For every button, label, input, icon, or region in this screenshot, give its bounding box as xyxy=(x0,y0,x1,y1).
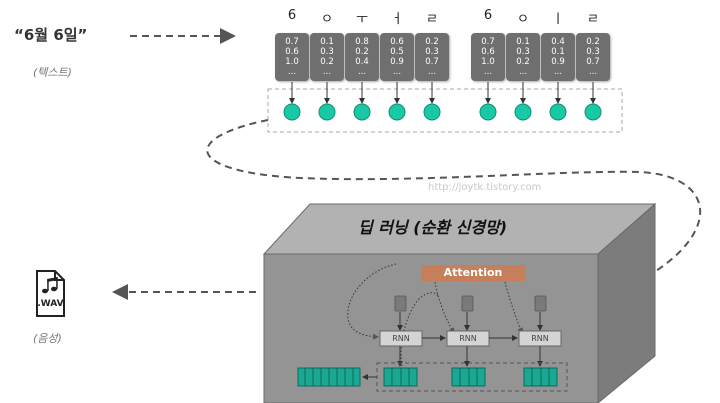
input-text: “6월 6일” xyxy=(14,26,88,44)
decoder-input-arrows xyxy=(397,312,543,331)
rnn-label: RNN xyxy=(531,334,549,343)
wav-label: .WAV xyxy=(37,299,64,309)
jamo-token: ㄹ xyxy=(587,12,599,27)
jamo-token: ㅇ xyxy=(321,12,333,27)
rnn-label: RNN xyxy=(392,334,410,343)
music-note-icon xyxy=(42,277,58,294)
rnn-boxes xyxy=(379,330,562,347)
wav-file-icon xyxy=(36,270,65,317)
jamo-token: 6 xyxy=(287,8,297,23)
input-caption: (텍스트) xyxy=(33,66,72,79)
jamo-token: ㅣ xyxy=(552,12,564,27)
embedding-frame xyxy=(267,88,623,133)
vector-to-node-arrows xyxy=(289,82,596,104)
rnn-label: RNN xyxy=(459,334,477,343)
embedding-to-model-arrow xyxy=(206,119,702,290)
model-title: 딥 러닝 (순환 신경망) xyxy=(358,218,508,237)
jamo-token: ㄹ xyxy=(426,12,438,27)
output-caption: (음성) xyxy=(33,332,62,345)
watermark: http://joytk.tistory.com xyxy=(428,182,542,193)
output-frames xyxy=(297,367,558,387)
jamo-token: ㅓ xyxy=(391,12,403,27)
jamo-token: ㅇ xyxy=(517,12,529,27)
jamo-token: ㅜ xyxy=(356,12,368,27)
attention-bar xyxy=(421,265,525,281)
embedding-nodes xyxy=(283,103,602,121)
attention-label: Attention xyxy=(443,266,503,279)
decoder-inputs xyxy=(394,295,547,312)
jamo-token: 6 xyxy=(483,8,493,23)
